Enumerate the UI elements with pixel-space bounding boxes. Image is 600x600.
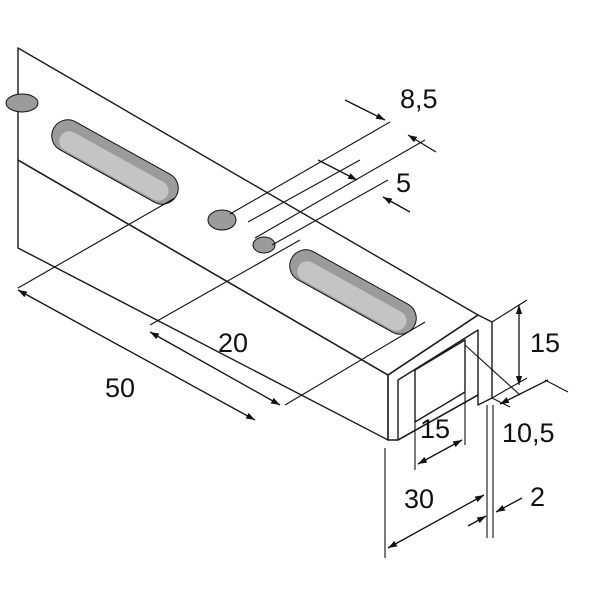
- label-hole-pitch-large: 8,5: [400, 84, 438, 114]
- label-slot-pitch: 50: [105, 373, 135, 403]
- side-face: [17, 159, 389, 441]
- label-hole-pitch-small: 5: [396, 168, 411, 198]
- round-hole-large: [207, 209, 237, 231]
- label-lip-width: 10,5: [502, 418, 555, 448]
- front-lip: [387, 314, 493, 441]
- round-hole-small: [252, 236, 276, 254]
- dimension-labels: 8,5 5 20 50 15 15 10,5 30 2: [105, 84, 560, 514]
- label-slot-length: 20: [218, 328, 248, 358]
- label-profile-height: 15: [530, 328, 560, 358]
- perforations: [5, 93, 417, 335]
- partial-round-hole: [5, 93, 39, 113]
- slot-left: [51, 119, 179, 205]
- label-profile-width: 30: [404, 484, 434, 514]
- side-highlight: [19, 173, 386, 387]
- slot-right: [289, 249, 417, 335]
- label-inner-width: 15: [420, 414, 450, 444]
- label-wall-thickness: 2: [530, 482, 545, 512]
- dimension-lines: [17, 99, 569, 558]
